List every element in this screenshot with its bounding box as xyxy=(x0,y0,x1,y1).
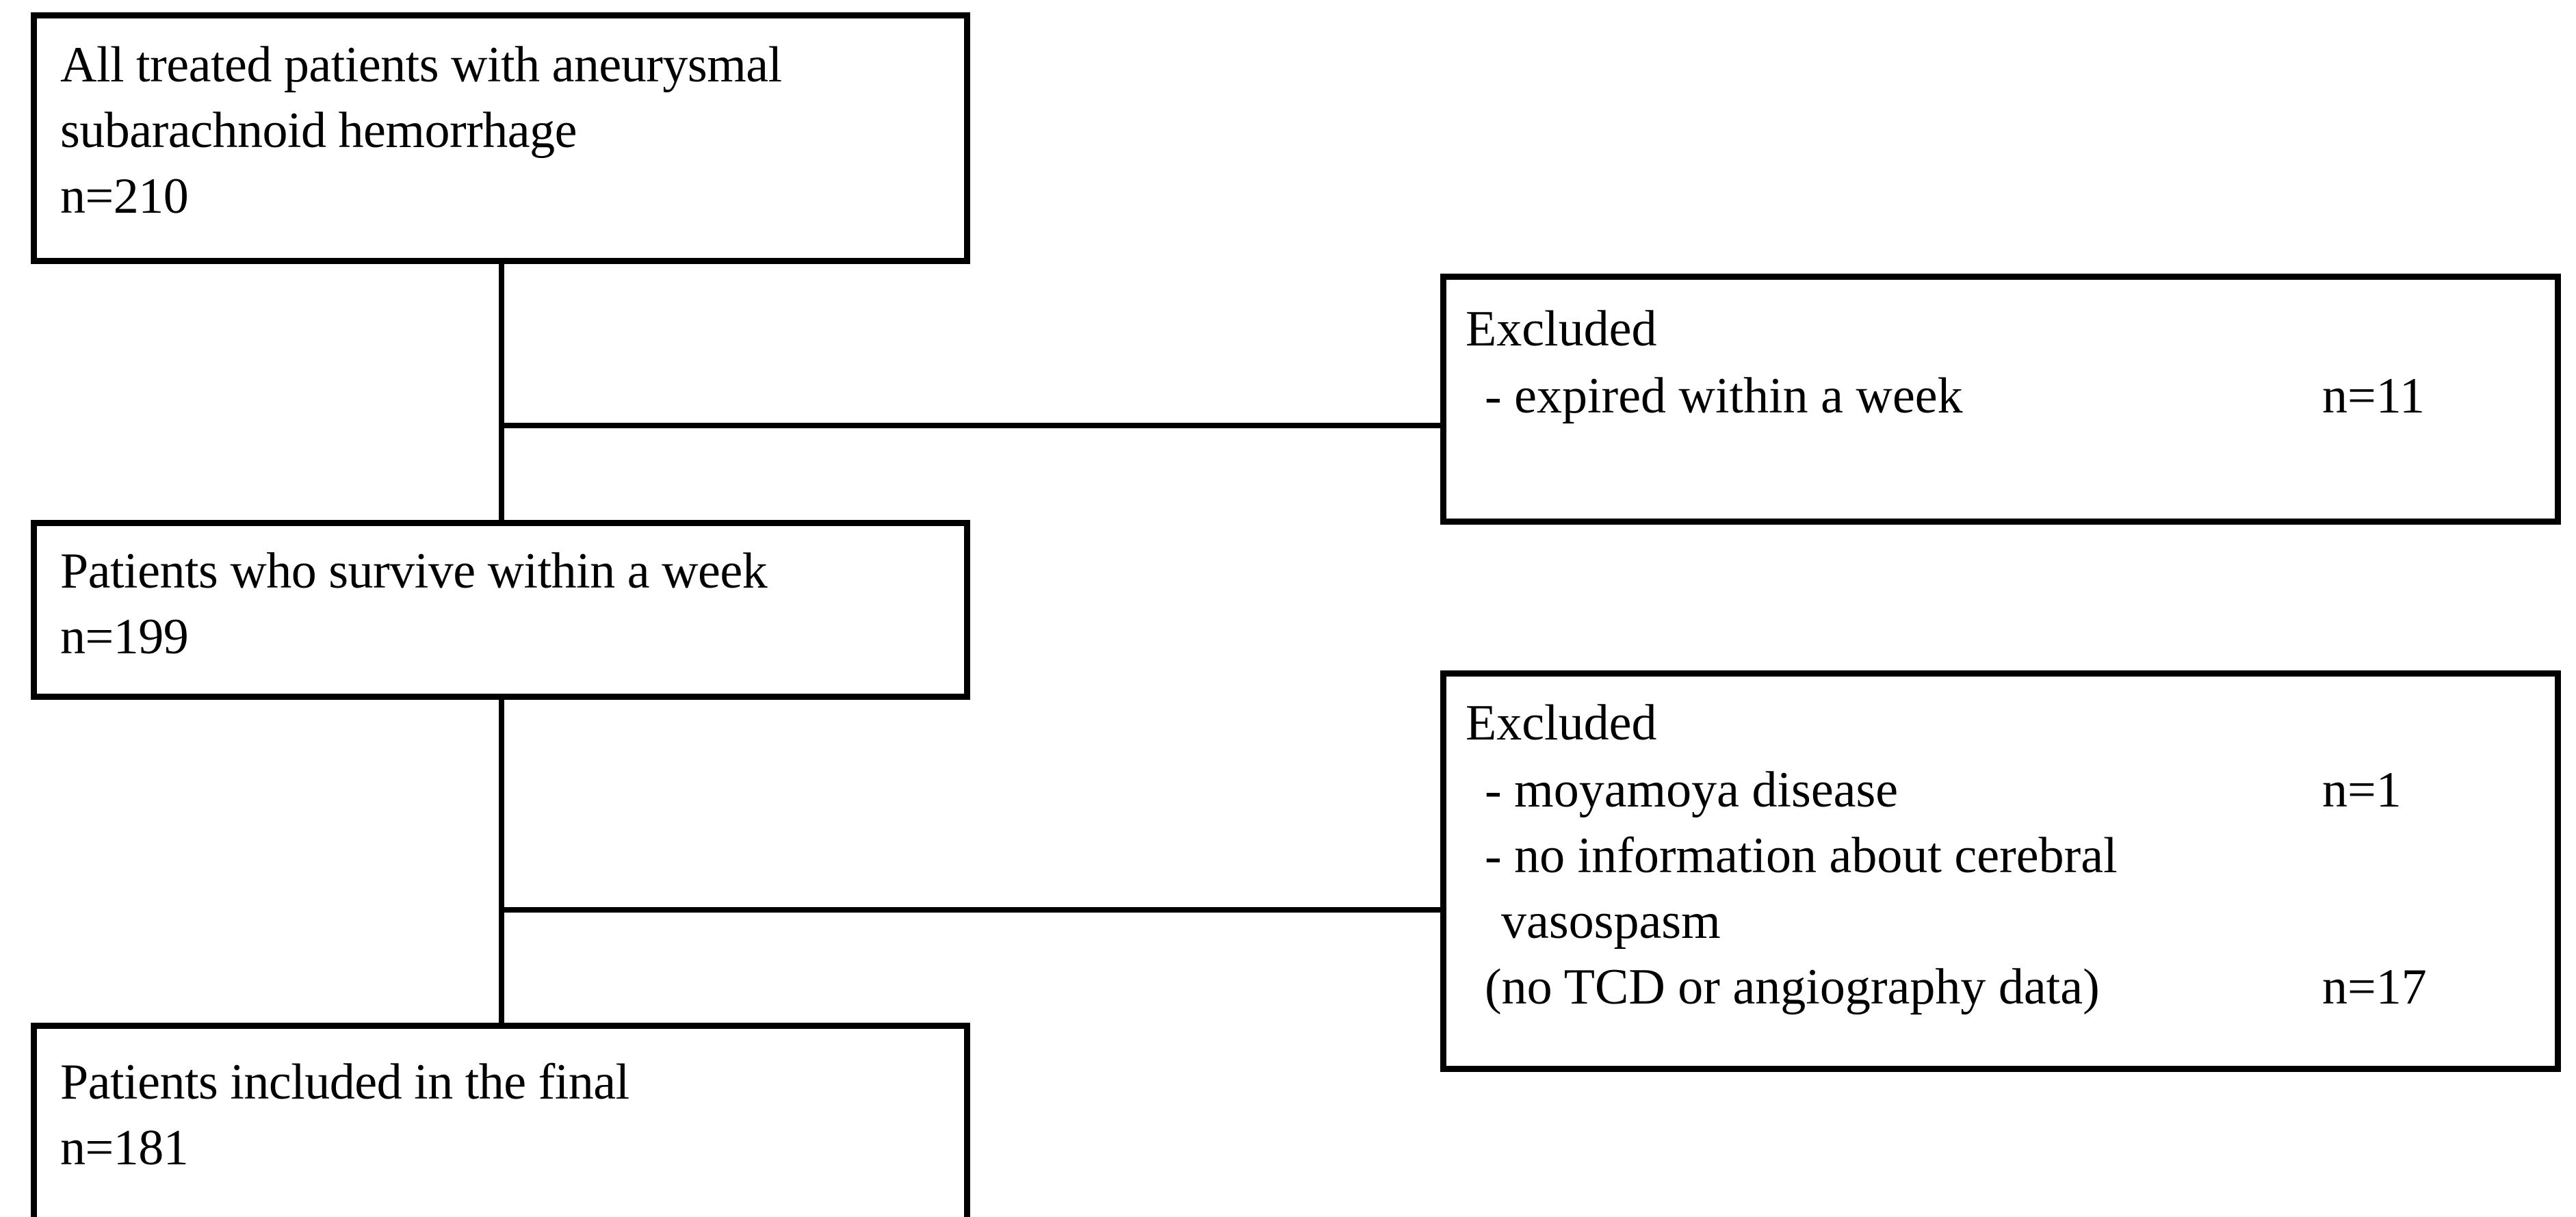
excluded-2-item-row-2: (no TCD or angiography data) n=17 xyxy=(1466,954,2545,1020)
box-all-treated-patients: All treated patients with aneurysmal sub… xyxy=(31,12,970,264)
excluded-2-item-1-continuation: vasospasm xyxy=(1501,893,1721,950)
excluded-2-item-1-bullet: - xyxy=(1485,828,1502,884)
connector-enrolled-to-survivors xyxy=(499,264,504,523)
excluded-2-item-0-bullet: - xyxy=(1485,762,1502,818)
box-excluded-second: Excluded - moyamoya disease n=1 - no inf… xyxy=(1440,670,2561,1072)
excluded-1-item-0-count: n=11 xyxy=(2322,368,2425,424)
excluded-1-item-row: - expired within a week n=11 xyxy=(1466,363,2545,429)
box-enrolled-count: n=210 xyxy=(60,168,189,224)
connector-survivors-to-included xyxy=(499,698,504,1025)
excluded-2-item-1-detail: (no TCD or angiography data) xyxy=(1485,959,2100,1015)
box-survivors-text: Patients who survive within a week n=199 xyxy=(60,538,957,670)
excluded-2-body: Excluded - moyamoya disease n=1 - no inf… xyxy=(1466,689,2545,1020)
box-enrolled-line2: subarachnoid hemorrhage xyxy=(60,103,577,159)
excluded-1-title: Excluded xyxy=(1466,301,1657,357)
box-enrolled-line1: All treated patients with aneurysmal xyxy=(60,37,782,93)
box-patients-included-final: Patients included in the final n=181 xyxy=(31,1023,970,1217)
box-enrolled-text: All treated patients with aneurysmal sub… xyxy=(60,32,957,229)
box-survivors-count: n=199 xyxy=(60,609,189,665)
excluded-1-item-0-reason: - expired within a week xyxy=(1466,363,1963,429)
connector-enrolled-to-excluded-1 xyxy=(499,423,1443,428)
excluded-2-item-1-reason: - no information about cerebral xyxy=(1466,823,2118,889)
excluded-1-item-0-bullet: - xyxy=(1485,368,1502,424)
excluded-2-item-0-count: n=1 xyxy=(2322,762,2402,818)
excluded-2-item-0-text: moyamoya disease xyxy=(1514,762,1899,818)
excluded-2-item-row-0: - moyamoya disease n=1 xyxy=(1466,757,2545,823)
box-excluded-first: Excluded - expired within a week n=11 xyxy=(1440,274,2561,525)
excluded-2-item-row-1: - no information about cerebral xyxy=(1466,823,2545,889)
box-included-line1: Patients included in the final xyxy=(60,1054,629,1110)
connector-survivors-to-excluded-2 xyxy=(499,907,1443,913)
box-patients-who-survive: Patients who survive within a week n=199 xyxy=(31,520,970,700)
excluded-1-item-0-text: expired within a week xyxy=(1514,368,1963,424)
excluded-1-body: Excluded - expired within a week n=11 xyxy=(1466,295,2545,429)
excluded-2-item-1-text: no information about cerebral xyxy=(1514,828,2118,884)
excluded-2-item-1-count: n=17 xyxy=(2322,959,2427,1015)
box-included-text: Patients included in the final n=181 xyxy=(60,1049,957,1181)
excluded-2-title: Excluded xyxy=(1466,695,1657,751)
box-included-count: n=181 xyxy=(60,1120,189,1176)
excluded-2-item-0-reason: - moyamoya disease xyxy=(1466,757,1898,823)
box-survivors-line1: Patients who survive within a week xyxy=(60,543,768,599)
